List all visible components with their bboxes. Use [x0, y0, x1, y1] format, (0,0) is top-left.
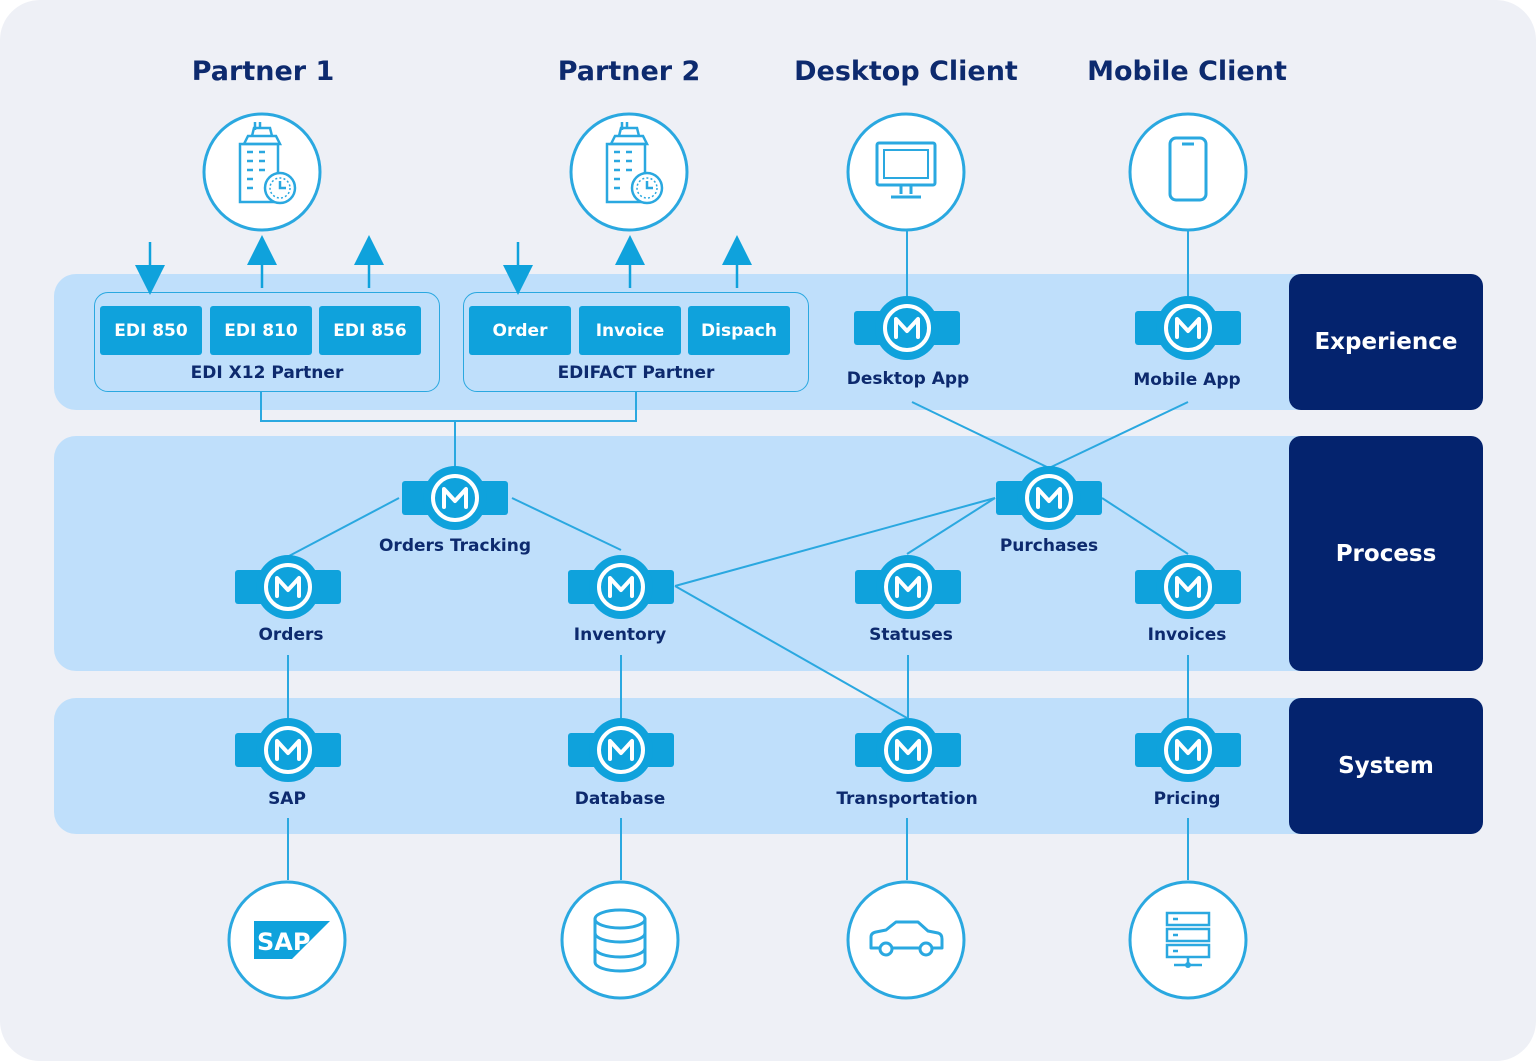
edifact-partner-group: EDIFACT Partner [463, 292, 809, 392]
node-mobile-app[interactable] [1133, 294, 1243, 362]
server-icon [1128, 880, 1248, 1000]
label-database: Database [574, 789, 666, 809]
partner-2-icon [569, 112, 689, 232]
node-purchases[interactable] [994, 464, 1104, 532]
sap-logo-icon: SAP [227, 880, 347, 1000]
edi-850-button[interactable]: EDI 850 [100, 306, 202, 355]
label-mobile-app: Mobile App [1133, 370, 1241, 390]
node-invoices[interactable] [1133, 553, 1243, 621]
dispach-button[interactable]: Dispach [688, 306, 790, 355]
tier-system: System [1289, 698, 1483, 834]
label-statuses: Statuses [869, 625, 953, 645]
car-icon [846, 880, 966, 1000]
edifact-partner-label: EDIFACT Partner [557, 363, 715, 383]
label-transportation: Transportation [836, 789, 978, 809]
label-purchases: Purchases [999, 536, 1099, 556]
smartphone-icon [1128, 112, 1248, 232]
label-sap: SAP [268, 789, 306, 809]
order-button[interactable]: Order [469, 306, 571, 355]
label-pricing: Pricing [1153, 789, 1221, 809]
monitor-icon [846, 112, 966, 232]
edi-x12-partner-group: EDI X12 Partner [94, 292, 440, 392]
svg-text:SAP: SAP [257, 928, 310, 956]
title-partner-2: Partner 2 [557, 56, 701, 87]
node-pricing[interactable] [1133, 716, 1243, 784]
connector-lines [260, 230, 1189, 880]
tier-experience: Experience [1289, 274, 1483, 410]
title-desktop-client: Desktop Client [794, 56, 1018, 87]
edi-810-button[interactable]: EDI 810 [210, 306, 312, 355]
node-orders[interactable] [233, 553, 343, 621]
node-orders-tracking[interactable] [400, 464, 510, 532]
title-partner-1: Partner 1 [191, 56, 335, 87]
arrows [135, 235, 752, 295]
label-inventory: Inventory [573, 625, 667, 645]
database-icon [560, 880, 680, 1000]
label-desktop-app: Desktop App [846, 369, 970, 389]
label-orders: Orders [258, 625, 324, 645]
node-transportation[interactable] [853, 716, 963, 784]
node-statuses[interactable] [853, 553, 963, 621]
node-inventory[interactable] [566, 553, 676, 621]
process-band [54, 436, 1374, 671]
label-orders-tracking: Orders Tracking [378, 536, 532, 556]
tier-process: Process [1289, 436, 1483, 671]
invoice-button[interactable]: Invoice [579, 306, 681, 355]
edi-856-button[interactable]: EDI 856 [319, 306, 421, 355]
partner-1-icon [202, 112, 322, 232]
title-mobile-client: Mobile Client [1087, 56, 1287, 87]
node-desktop-app[interactable] [852, 294, 962, 362]
edi-x12-partner-label: EDI X12 Partner [190, 363, 344, 383]
node-database[interactable] [566, 716, 676, 784]
node-sap[interactable] [233, 716, 343, 784]
label-invoices: Invoices [1147, 625, 1227, 645]
